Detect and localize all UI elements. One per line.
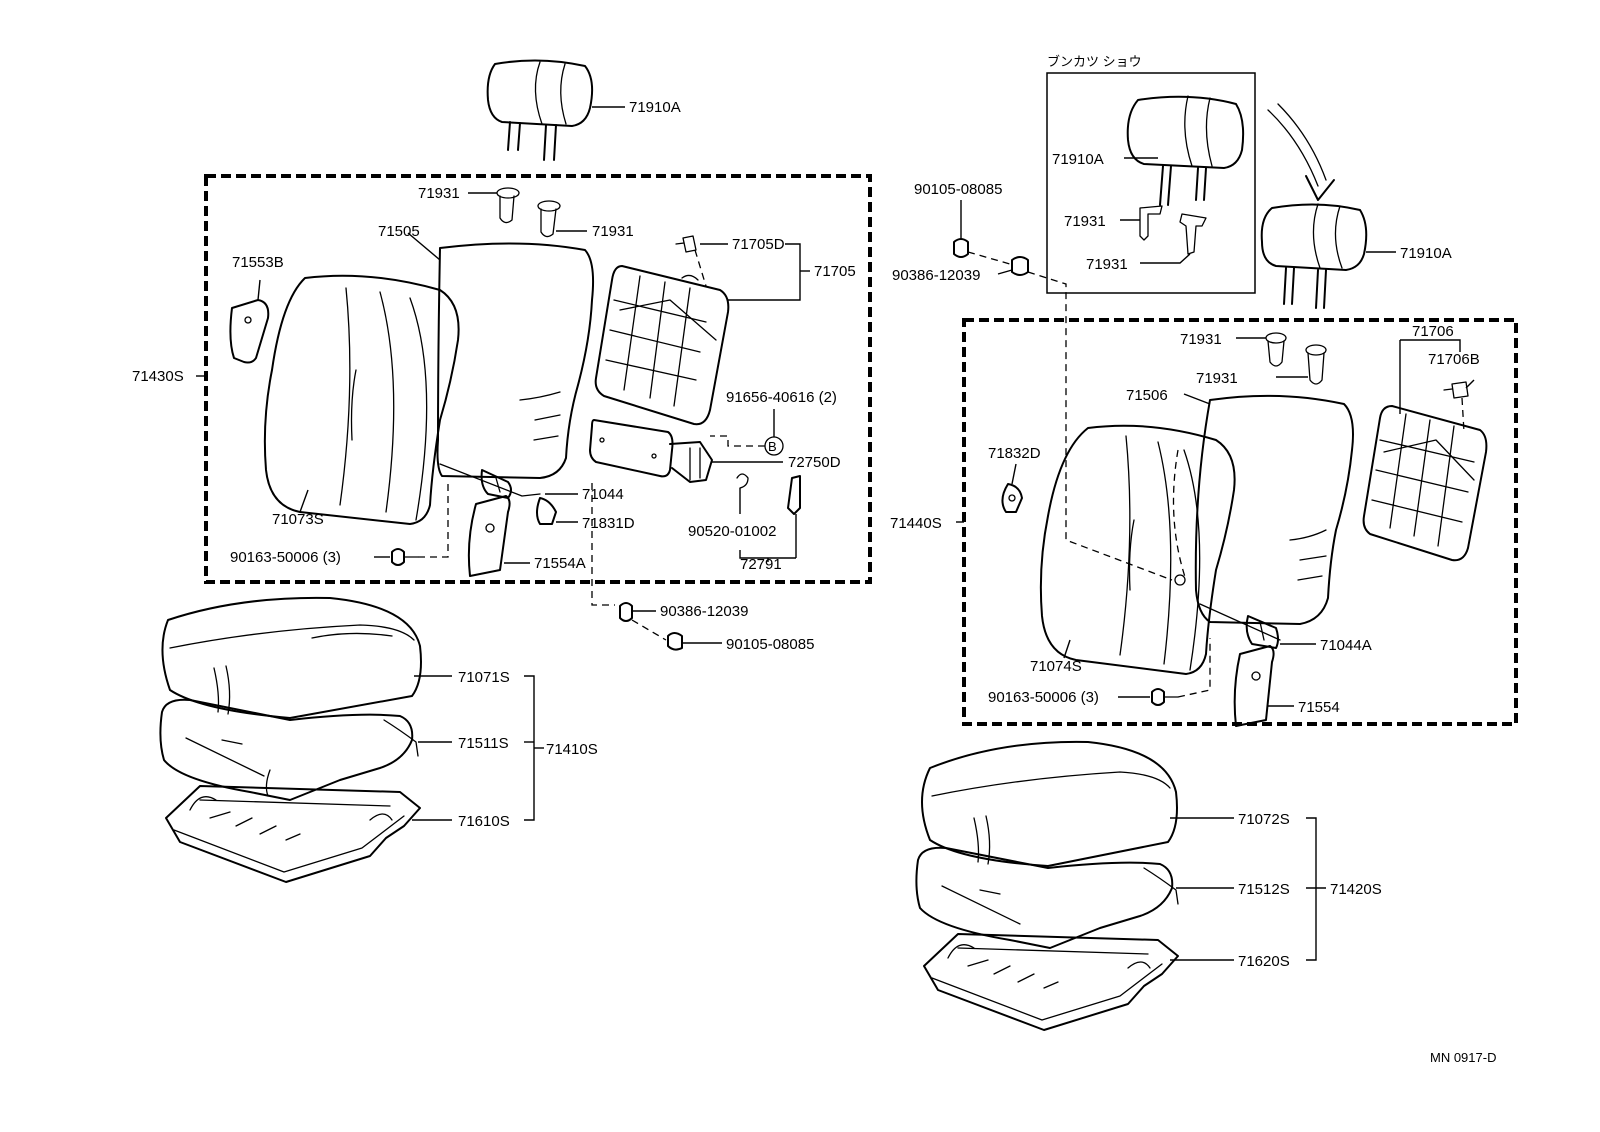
- headrest-71910A-left: [486, 59, 625, 161]
- label-71610S: 71610S: [458, 813, 510, 830]
- arrow-to-headrest: [1267, 103, 1335, 201]
- label-71505: 71505: [378, 223, 420, 240]
- cover-71554A: [467, 495, 530, 577]
- label-71072S: 71072S: [1238, 811, 1290, 828]
- seatback-assembly-frame-left: [204, 174, 872, 584]
- label-71512S: 71512S: [1238, 881, 1290, 898]
- figure-code: MN 0917-D: [1430, 1050, 1496, 1065]
- label-71074S: 71074S: [1030, 658, 1082, 675]
- label-72750D: 72750D: [788, 454, 841, 471]
- back-board-71706: [1362, 405, 1488, 562]
- label-71831D: 71831D: [582, 515, 635, 532]
- bolt-91656-40616: B: [710, 409, 784, 456]
- left-seat-group: B: [159, 59, 872, 883]
- headrest-support-71931-inset-a: [1120, 205, 1163, 241]
- label-71044: 71044: [582, 486, 624, 503]
- headrest-support-71931-a: [468, 187, 520, 224]
- label-71620S: 71620S: [1238, 953, 1290, 970]
- headrest-71910A-inset: [1124, 95, 1245, 206]
- label-71071S: 71071S: [458, 669, 510, 686]
- label-71910A-right: 71910A: [1400, 245, 1452, 262]
- label-71931-r2: 71931: [1196, 370, 1238, 387]
- seatback-cover-71074S: [1039, 424, 1236, 675]
- label-72791: 72791: [740, 556, 782, 573]
- clip-90520-01002: [736, 473, 749, 514]
- headrest-support-71931-r2: [1276, 344, 1327, 385]
- headrest-support-71931-inset-b: [1140, 213, 1207, 264]
- seatback-cover-71073S: [263, 274, 460, 525]
- label-90163-50006-right: 90163-50006 (3): [988, 689, 1099, 706]
- clip-71831D: [536, 497, 578, 525]
- label-71931-inset-2: 71931: [1086, 256, 1128, 273]
- seatback-frame-71505: [407, 232, 595, 479]
- label-71705D: 71705D: [732, 236, 785, 253]
- label-71910A-top: 71910A: [629, 99, 681, 116]
- label-71506: 71506: [1126, 387, 1168, 404]
- label-71931-r1: 71931: [1180, 331, 1222, 348]
- knob-72791: [787, 475, 801, 558]
- label-71706B: 71706B: [1428, 351, 1480, 368]
- right-seat-group: [915, 72, 1518, 1031]
- clip-71706B: [1443, 379, 1475, 433]
- seat-cover-71071S: [161, 596, 452, 719]
- label-90386-12039-left: 90386-12039: [660, 603, 748, 620]
- label-91656-40616: 91656-40616 (2): [726, 389, 837, 406]
- seat-pad-71511S: [159, 698, 452, 801]
- label-71430S: 71430S: [132, 368, 184, 385]
- label-bunkatsu-shou: ブンカツ ショウ: [1047, 54, 1142, 69]
- labels-left: 71910A 71931 71931 71505 71705D 71705 71…: [132, 99, 856, 830]
- label-90105-08085-left: 90105-08085: [726, 636, 814, 653]
- headrest-support-71931-r1: [1236, 332, 1287, 367]
- label-71073S: 71073S: [272, 511, 324, 528]
- label-71420S: 71420S: [1330, 881, 1382, 898]
- label-71440S: 71440S: [890, 515, 942, 532]
- bolt-90163-50006-right: [1118, 638, 1211, 706]
- headrest-support-71931-b: [537, 200, 587, 238]
- label-90105-08085-right: 90105-08085: [914, 181, 1002, 198]
- label-90386-12039-right: 90386-12039: [892, 267, 980, 284]
- label-71931-b: 71931: [592, 223, 634, 240]
- seat-pad-71512S: [915, 846, 1234, 949]
- hinge-71044: [439, 463, 578, 499]
- label-71554A: 71554A: [534, 555, 586, 572]
- seatback-frame-71506: [1183, 393, 1354, 625]
- seat-cover-71072S: [921, 740, 1234, 867]
- label-90163-50006-left: 90163-50006 (3): [230, 549, 341, 566]
- bolt-b-mark: B: [768, 439, 777, 454]
- label-71931-inset-1: 71931: [1064, 213, 1106, 230]
- seat-frame-71620S: [923, 933, 1234, 1031]
- clip-71705D: [675, 235, 728, 287]
- label-71832D: 71832D: [988, 445, 1041, 462]
- recliner-72750D: [589, 419, 783, 483]
- label-71910A-inset: 71910A: [1052, 151, 1104, 168]
- label-90520-01002: 90520-01002: [688, 523, 776, 540]
- clip-71832D: [1001, 463, 1023, 513]
- back-board-71705: [594, 265, 730, 426]
- nut-90386-12039-left: [619, 602, 667, 641]
- seat-frame-71610S: [165, 785, 452, 883]
- label-71706: 71706: [1412, 323, 1454, 340]
- label-71410S: 71410S: [546, 741, 598, 758]
- cover-71554: [1233, 645, 1294, 727]
- cover-71553B: [229, 279, 270, 364]
- bolt-90105-08085-right: [953, 200, 1011, 265]
- label-71553B: 71553B: [232, 254, 284, 271]
- headrest-71910A-right: [1260, 203, 1396, 309]
- label-71044A: 71044A: [1320, 637, 1372, 654]
- separately-sold-box: [1046, 72, 1256, 294]
- bolt-90163-50006-left: [374, 480, 449, 566]
- nut-90386-12039-right: [997, 256, 1173, 581]
- label-71554: 71554: [1298, 699, 1340, 716]
- labels-right: ブンカツ ショウ 71910A 71931 71931 71910A 90105…: [890, 54, 1496, 1065]
- bolt-90105-08085-left: [667, 632, 722, 651]
- hinge-71044A: [1199, 603, 1316, 649]
- label-71931-a: 71931: [418, 185, 460, 202]
- label-71705: 71705: [814, 263, 856, 280]
- label-71511S: 71511S: [458, 735, 509, 752]
